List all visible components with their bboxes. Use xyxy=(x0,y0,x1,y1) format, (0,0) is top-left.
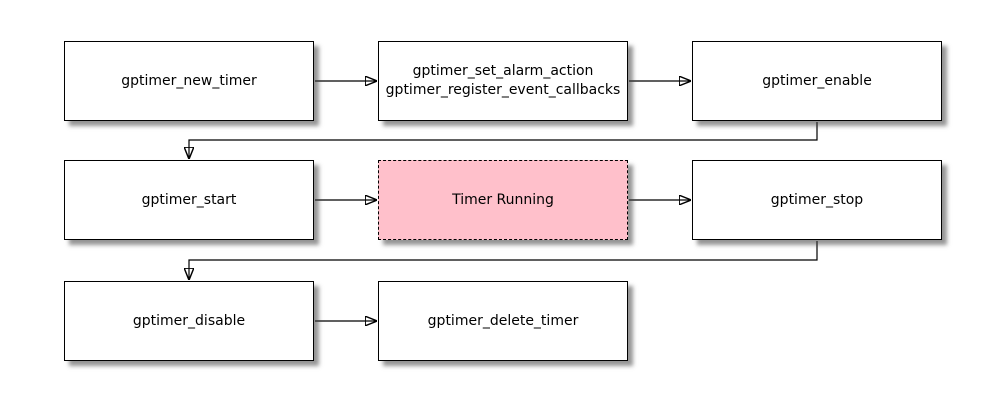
node-gptimer-set-alarm-action: gptimer_set_alarm_action gptimer_registe… xyxy=(378,41,628,121)
node-gptimer-start: gptimer_start xyxy=(64,160,314,240)
node-gptimer-new-timer: gptimer_new_timer xyxy=(64,41,314,121)
node-gptimer-enable: gptimer_enable xyxy=(692,41,942,121)
node-label: Timer Running xyxy=(452,191,554,208)
node-gptimer-stop: gptimer_stop xyxy=(692,160,942,240)
node-gptimer-disable: gptimer_disable xyxy=(64,281,314,361)
node-label: gptimer_delete_timer xyxy=(427,312,579,329)
node-label: gptimer_stop xyxy=(770,191,864,208)
node-label: gptimer_start xyxy=(141,191,237,208)
edge-stop-to-disable xyxy=(189,241,818,279)
edge-enable-to-start xyxy=(189,122,818,158)
node-label: gptimer_disable xyxy=(132,312,246,329)
node-label: gptimer_enable xyxy=(762,72,872,89)
node-gptimer-delete-timer: gptimer_delete_timer xyxy=(378,281,628,361)
node-label: gptimer_new_timer xyxy=(121,72,257,89)
node-label: gptimer_set_alarm_action gptimer_registe… xyxy=(385,63,621,98)
node-timer-running: Timer Running xyxy=(378,160,628,240)
